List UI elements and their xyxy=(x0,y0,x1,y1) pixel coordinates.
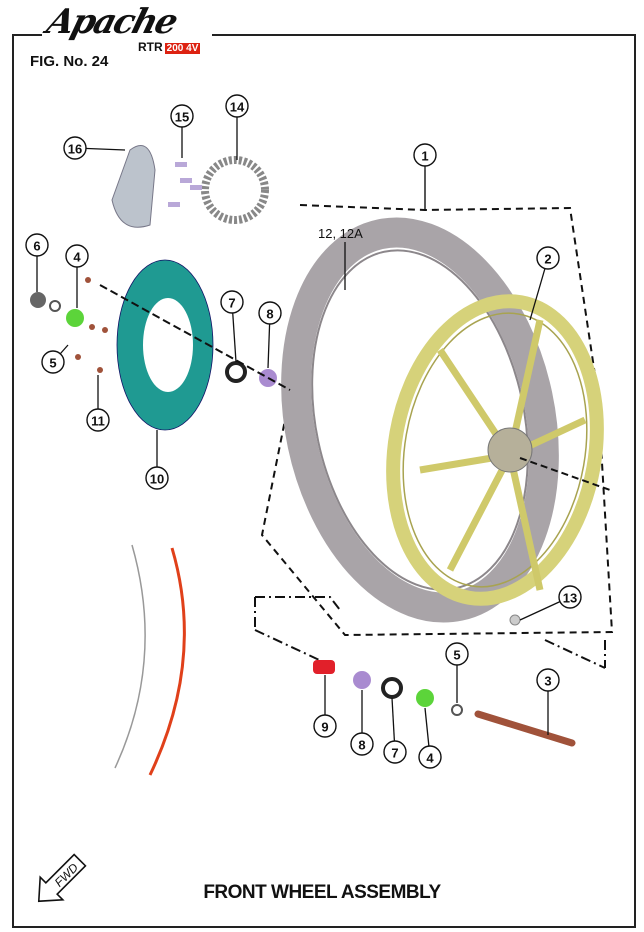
callout-circle xyxy=(65,244,89,268)
callout-circle xyxy=(383,740,407,764)
callout-13: 13 xyxy=(519,585,582,621)
callout-number: 2 xyxy=(544,252,551,267)
callout-circle xyxy=(145,466,169,490)
callout-number: 16 xyxy=(68,142,82,157)
wheel-rim xyxy=(386,294,604,606)
callout-10: 10 xyxy=(145,430,169,490)
callout-9: 9 xyxy=(313,675,337,738)
callout-number: 3 xyxy=(544,674,551,689)
callout-6: 6 xyxy=(25,233,49,292)
callout-number: 5 xyxy=(453,648,460,663)
callout-2: 2 xyxy=(529,246,560,321)
seal-7 xyxy=(225,361,247,383)
callout-8: 8 xyxy=(258,301,282,369)
callout-number: 15 xyxy=(175,110,189,125)
figure-number: FIG. No. 24 xyxy=(30,53,109,70)
callout-circle xyxy=(536,668,560,692)
callout-circle xyxy=(220,290,244,314)
collar-8-bottom xyxy=(353,671,371,689)
callout-circle xyxy=(41,350,65,374)
model-name: RTR xyxy=(138,40,163,54)
callout-circle xyxy=(86,408,110,432)
assembly-outline xyxy=(260,204,614,637)
model-number: 200 4V xyxy=(164,43,201,54)
sprocket-hub-plate xyxy=(111,145,156,228)
callout-circle xyxy=(413,143,437,167)
sprocket xyxy=(201,156,269,224)
tyre xyxy=(281,217,559,623)
wheel-hub xyxy=(487,427,533,473)
callout-circle xyxy=(25,233,49,257)
disc-bolts xyxy=(75,277,108,373)
tyre-part-label: 12, 12A xyxy=(318,226,363,241)
callouts: 16 15 14 1 2 6 4 5 11 7 8 10 13 5 3 9 8 7 4 xyxy=(25,94,582,769)
callout-circle xyxy=(418,745,442,769)
valve-13 xyxy=(509,614,521,626)
callout-circle xyxy=(536,246,560,270)
callout-number: 13 xyxy=(563,591,577,606)
callout-number: 7 xyxy=(391,746,398,761)
callout-3: 3 xyxy=(536,668,560,735)
axle-3 xyxy=(474,710,576,747)
callout-5: 5 xyxy=(41,344,69,374)
callout-number: 10 xyxy=(150,472,164,487)
callout-7: 7 xyxy=(383,697,407,764)
callout-number: 14 xyxy=(230,100,245,115)
bearing-6 xyxy=(30,292,46,308)
callout-number: 4 xyxy=(73,250,81,265)
callout-circle xyxy=(445,642,469,666)
callout-11: 11 xyxy=(86,375,110,432)
callout-number: 7 xyxy=(228,296,235,311)
seal-7-bottom xyxy=(381,677,403,699)
spacer-4-green xyxy=(66,309,84,327)
callout-5: 5 xyxy=(445,642,469,703)
callout-number: 6 xyxy=(33,239,40,254)
callout-number: 8 xyxy=(358,738,365,753)
callout-number: 1 xyxy=(421,149,428,164)
washer-5-bottom xyxy=(451,704,463,716)
callout-circle xyxy=(350,732,374,756)
rim-tape xyxy=(148,547,186,776)
callout-7: 7 xyxy=(220,290,244,363)
callout-number: 9 xyxy=(321,720,328,735)
callout-circle xyxy=(170,104,194,128)
callout-1: 1 xyxy=(413,143,437,170)
spacer-4-bottom xyxy=(416,689,434,707)
frame-top-left xyxy=(12,34,42,36)
callout-number: 5 xyxy=(49,356,56,371)
callout-number: 8 xyxy=(266,307,273,322)
callout-8: 8 xyxy=(350,690,374,756)
diagram-frame xyxy=(12,34,636,928)
callout-number: 4 xyxy=(426,751,434,766)
callout-14: 14 xyxy=(225,94,249,160)
callout-circle xyxy=(258,301,282,325)
sprocket-bolts xyxy=(168,162,202,207)
callout-circle xyxy=(558,585,582,609)
callout-circle xyxy=(313,714,337,738)
callout-4: 4 xyxy=(65,244,89,308)
spacer-9 xyxy=(313,660,335,674)
callout-15: 15 xyxy=(170,104,194,158)
diagram-title: FRONT WHEEL ASSEMBLY xyxy=(203,882,441,903)
callout-number: 11 xyxy=(91,414,105,429)
washer-5 xyxy=(49,300,61,312)
callout-4: 4 xyxy=(418,707,442,769)
frame-top-right xyxy=(212,34,634,36)
callout-circle xyxy=(225,94,249,118)
callout-16: 16 xyxy=(63,136,126,160)
callout-circle xyxy=(63,136,87,160)
